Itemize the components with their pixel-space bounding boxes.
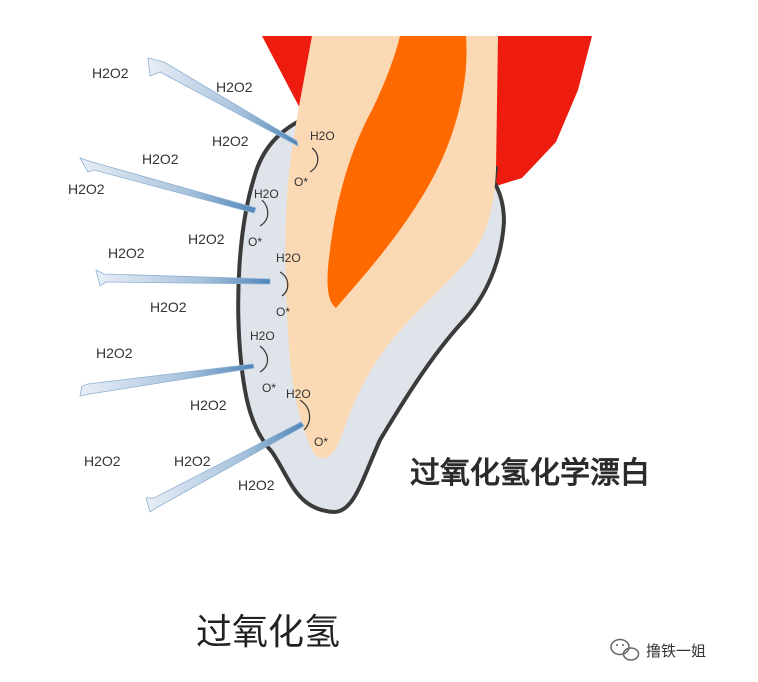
needle-3	[95, 269, 271, 287]
h2o2-label: H2O2	[188, 231, 225, 247]
h2o2-label: H2O2	[216, 79, 253, 95]
needle-5	[145, 421, 305, 513]
watermark-text: 撸铁一姐	[646, 642, 706, 660]
h2o2-label: H2O2	[150, 299, 187, 315]
oxygen-label: O*	[248, 235, 262, 249]
watermark: 撸铁一姐	[610, 638, 706, 661]
oxygen-label: O*	[262, 381, 276, 395]
oxygen-label: O*	[276, 305, 290, 319]
wechat-icon	[610, 638, 640, 661]
oxygen-label: O*	[314, 435, 328, 449]
h2o2-labels: H2O2 H2O2 H2O2 H2O2 H2O2 H2O2 H2O2 H2O2 …	[68, 65, 275, 493]
needle-group	[79, 57, 305, 513]
h2o2-label: H2O2	[96, 345, 133, 361]
tooth-pulp	[327, 36, 467, 308]
gum-right	[494, 36, 592, 186]
h2o2-label: H2O2	[108, 245, 145, 261]
needle-4	[79, 363, 255, 397]
h2o-label: H2O	[254, 187, 279, 201]
caption: 过氧化氢	[196, 612, 340, 653]
h2o2-label: H2O2	[142, 151, 179, 167]
h2o-label: H2O	[286, 387, 311, 401]
h2o-label: H2O	[250, 329, 275, 343]
h2o2-label: H2O2	[212, 133, 249, 149]
needle-2	[79, 157, 257, 214]
h2o-label: H2O	[276, 251, 301, 265]
h2o-label: H2O	[310, 129, 335, 143]
h2o2-label: H2O2	[92, 65, 129, 81]
h2o2-label: H2O2	[238, 477, 275, 493]
h2o2-label: H2O2	[84, 453, 121, 469]
oxygen-label: O*	[294, 175, 308, 189]
h2o2-label: H2O2	[68, 181, 105, 197]
needle-1	[147, 57, 299, 147]
h2o2-label: H2O2	[190, 397, 227, 413]
reaction-arrows	[259, 147, 319, 431]
reaction-labels: H2O O* H2O O* H2O O* H2O O* H2O O*	[248, 129, 335, 449]
h2o2-label: H2O2	[174, 453, 211, 469]
diagram-title: 过氧化氢化学漂白	[410, 456, 650, 491]
